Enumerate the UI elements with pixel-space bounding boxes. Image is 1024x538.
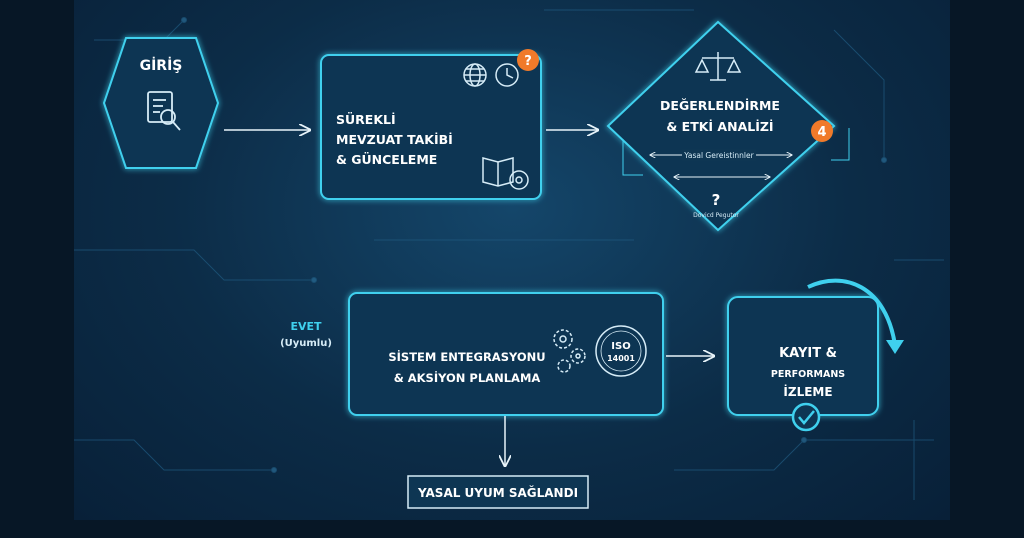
tracking-line1: KAYIT &	[779, 346, 837, 361]
diagram-panel: GİRİŞ SÜREKLİ MEVZUAT TAKİBİ & GÜNCELEME	[74, 0, 950, 520]
monitoring-badge: ?	[524, 54, 532, 69]
clock-icon	[495, 63, 519, 87]
scales-icon	[694, 52, 742, 81]
result-label: YASAL UYUM SAĞLANDI	[417, 485, 578, 500]
assessment-sub-label: Yasal Gereistinnler	[683, 151, 754, 160]
assessment-bottom-label: Dovicd Pegutor	[693, 212, 739, 219]
settings-icon	[509, 170, 529, 190]
branch-yes-label: EVET	[290, 320, 322, 333]
iso-line2: 14001	[607, 354, 635, 363]
globe-icon	[463, 63, 487, 87]
branch-yes-note: (Uyumlu)	[280, 338, 332, 349]
flowchart: GİRİŞ SÜREKLİ MEVZUAT TAKİBİ & GÜNCELEME	[74, 9, 944, 509]
tracking-line3: İZLEME	[783, 384, 832, 399]
assessment-line2: & ETKİ ANALİZİ	[666, 119, 773, 134]
monitoring-line2: MEVZUAT TAKİBİ	[336, 132, 453, 147]
assessment-badge: 4	[817, 125, 826, 140]
iso-badge-icon: ISO 14001	[595, 325, 647, 377]
integration-line2: & AKSİYON PLANLAMA	[394, 370, 541, 385]
start-title: GİRİŞ	[140, 57, 183, 74]
refresh-arrow-head	[886, 340, 904, 354]
monitoring-line1: SÜREKLİ	[336, 112, 396, 127]
monitoring-node: SÜREKLİ MEVZUAT TAKİBİ & GÜNCELEME ?	[320, 49, 542, 200]
bracket-left	[622, 128, 850, 176]
tracking-line2: PERFORMANS	[771, 369, 845, 380]
integration-line1: SİSTEM ENTEGRASYONU	[388, 349, 545, 364]
sub-label-bg	[682, 149, 756, 161]
iso-line1: ISO	[611, 341, 630, 352]
result-node: YASAL UYUM SAĞLANDI	[407, 475, 589, 509]
refresh-arrow-icon	[807, 278, 897, 346]
check-circle-icon	[791, 402, 821, 432]
assessment-node: DEĞERLENDİRME & ETKİ ANALİZİ 4 Yasal Ger…	[606, 20, 850, 232]
assessment-line1: DEĞERLENDİRME	[660, 98, 780, 113]
monitoring-line3: & GÜNCELEME	[336, 152, 437, 167]
tracking-node: KAYIT & PERFORMANS İZLEME	[727, 278, 904, 432]
circuit-traces	[74, 9, 944, 500]
question-badge: ?	[517, 49, 539, 71]
start-node: GİRİŞ	[102, 37, 220, 169]
integration-node: SİSTEM ENTEGRASYONU & AKSİYON PLANLAMA I…	[348, 292, 664, 416]
document-search-icon	[147, 91, 181, 131]
book-icon	[482, 157, 514, 187]
gears-icon	[553, 329, 586, 373]
assessment-question: ?	[712, 191, 721, 209]
number-badge: 4	[811, 120, 833, 142]
